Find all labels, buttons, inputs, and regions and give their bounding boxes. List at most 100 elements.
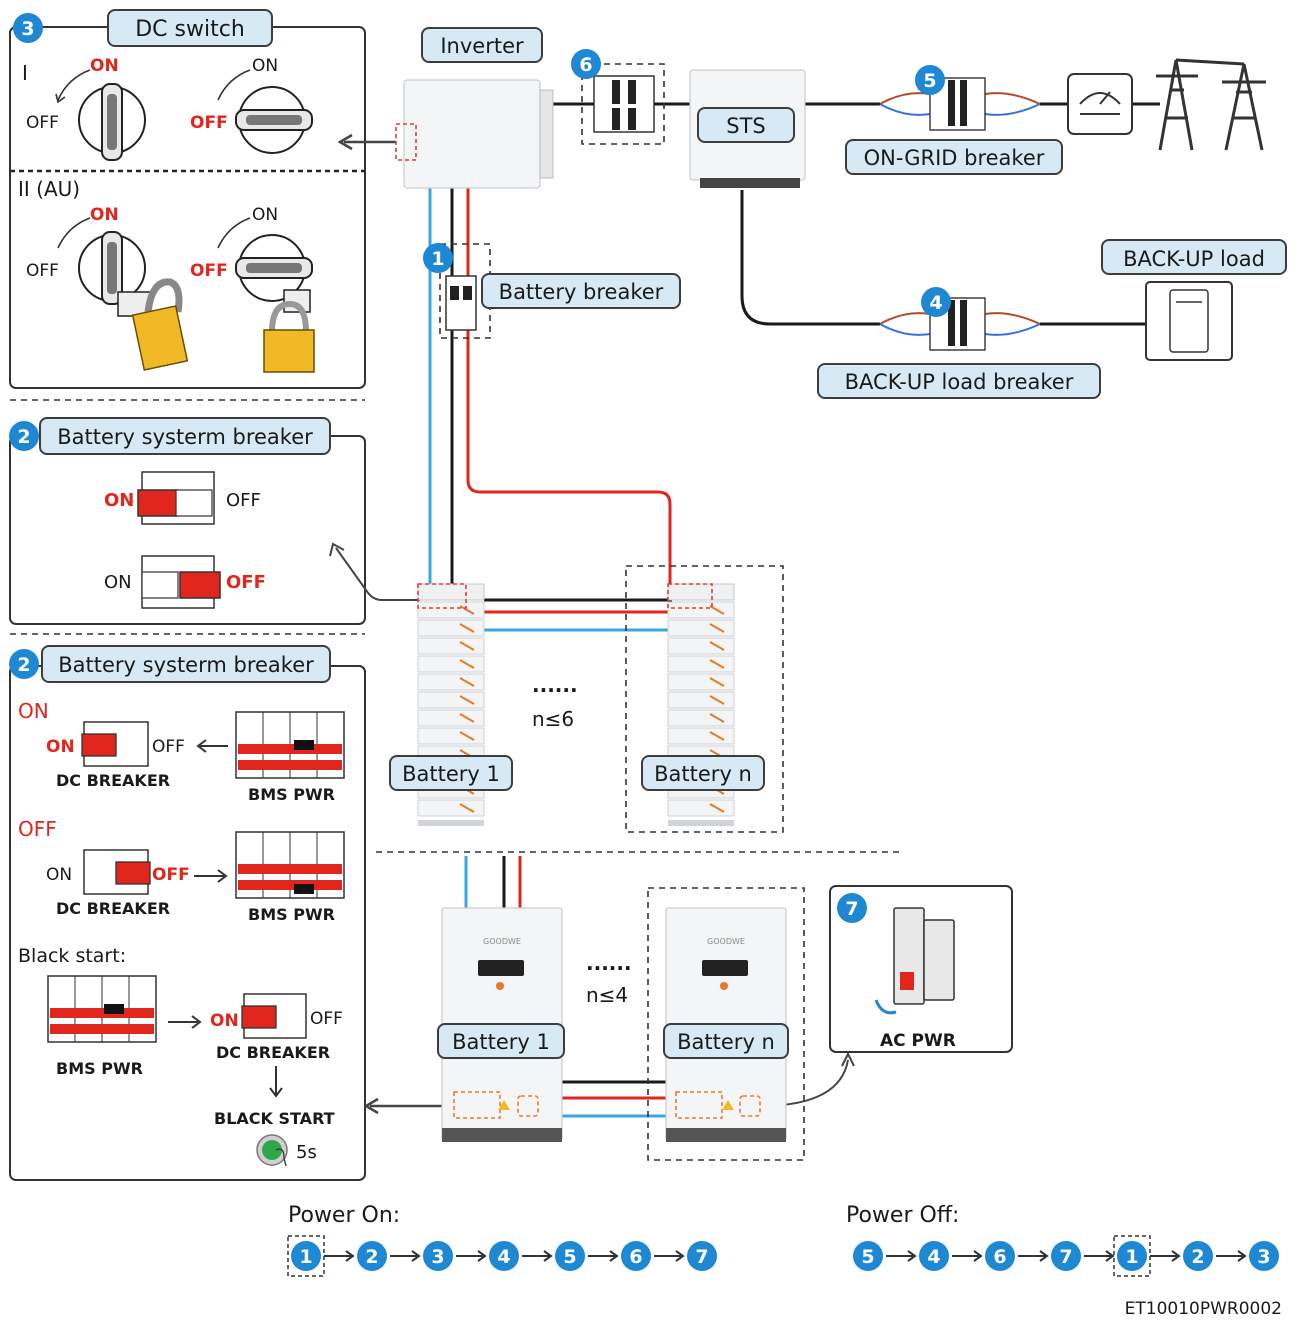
badge-6: 6: [579, 54, 592, 76]
bsb2-bms-pwr-c: BMS PWR: [56, 1059, 143, 1078]
dc-breaker-off-icon: [83, 849, 151, 895]
on-grid-breaker-label: ON-GRID breaker: [864, 146, 1045, 170]
sequence-step-badge: [1117, 1241, 1147, 1271]
switch-2b-on: ON: [252, 205, 278, 225]
switch-1b-on: ON: [252, 56, 278, 76]
bms-pwr-icon: [235, 831, 345, 899]
dc-switch-knob-icon: [217, 69, 313, 154]
power-grid-icon: [1156, 58, 1266, 151]
sequence-step-number: 5: [861, 1246, 874, 1268]
badge-1: 1: [431, 248, 444, 270]
bsb1-on-red: ON: [104, 490, 134, 511]
variant-1-label: I: [22, 61, 28, 85]
sequence-step-number: 6: [629, 1246, 642, 1268]
switch-2b-off: OFF: [190, 261, 228, 281]
bsb2-off-b: OFF: [152, 865, 190, 885]
dc-breaker-on-icon: [81, 721, 149, 767]
ac-pwr-label: AC PWR: [880, 1031, 956, 1051]
sequence-arrow-icon: [1150, 1250, 1181, 1262]
sequence-arrow-icon: [886, 1250, 917, 1262]
dc-switch-lock-icon: [217, 217, 315, 373]
bsb2-off-heading: OFF: [18, 817, 57, 841]
sequence-step-badge: [621, 1241, 651, 1271]
battery-breaker-label: Battery breaker: [499, 280, 664, 304]
upper-limit: n≤6: [532, 707, 574, 731]
dc-switch-title: DC switch: [135, 17, 245, 42]
power-on-label: Power On:: [288, 1203, 400, 1228]
sequence-step-badge: [1051, 1241, 1081, 1271]
cabinet-n-brand: GOODWE: [707, 937, 745, 946]
sequence-step-badge: [919, 1241, 949, 1271]
dc-switch-badge: 3: [21, 18, 34, 40]
sequence-step-number: 1: [299, 1246, 312, 1268]
upper-battery-n-label: Battery n: [654, 762, 752, 786]
backup-load-icon: [1145, 281, 1233, 361]
dc-switch-panel: 3 DC switch I II (AU) ON OFF ON OFF: [9, 9, 366, 389]
lower-ellipsis: ......: [586, 951, 632, 975]
dc-breaker-on-icon: [241, 993, 307, 1039]
sequence-arrow-icon: [1084, 1250, 1115, 1262]
backup-load-label: BACK-UP load: [1123, 247, 1265, 271]
sequence-step-badge: [291, 1241, 321, 1271]
sequence-step-number: 6: [993, 1246, 1006, 1268]
ac-pwr-panel: 7 AC PWR: [829, 885, 1013, 1053]
sequence-arrow-icon: [456, 1250, 487, 1262]
sequence-step-badge: [489, 1241, 519, 1271]
power-off-label: Power Off:: [846, 1203, 959, 1228]
black-start-button-icon: [256, 1134, 288, 1167]
sequence-step-number: 2: [1191, 1246, 1204, 1268]
variant-2-label: II (AU): [18, 177, 80, 201]
bsb2-on-heading: ON: [18, 699, 49, 723]
ac-pwr-switch-icon: [874, 907, 955, 1015]
bsb2-on-b: ON: [46, 865, 72, 885]
upper-battery-1-label: Battery 1: [402, 762, 500, 786]
sequence-step-badge: [985, 1241, 1015, 1271]
bsb2-off-a: OFF: [152, 737, 185, 757]
sequence-arrow-icon: [654, 1250, 685, 1262]
ac-breaker-icon: [593, 75, 655, 133]
bsb1-off-red: OFF: [226, 572, 266, 593]
sequence-step-number: 1: [1125, 1246, 1138, 1268]
sequence-arrow-icon: [952, 1250, 983, 1262]
sequence-step-badge: [357, 1241, 387, 1271]
lower-battery-1-label: Battery 1: [452, 1030, 550, 1054]
sequence-step-badge: [853, 1241, 883, 1271]
bsb2-title: Battery systerm breaker: [58, 653, 314, 677]
badge-7: 7: [845, 898, 858, 920]
sequence-arrow-icon: [1018, 1250, 1049, 1262]
bsb1-badge: 2: [17, 426, 30, 448]
switch-1b-off: OFF: [190, 113, 228, 133]
sequence-arrow-icon: [522, 1250, 553, 1262]
bsb2-bms-pwr-b: BMS PWR: [248, 905, 335, 924]
dc-switch-knob-icon: [55, 69, 146, 161]
sequence-step-number: 7: [695, 1246, 708, 1268]
inverter-label: Inverter: [440, 34, 524, 58]
sequence-step-badge: [687, 1241, 717, 1271]
cabinet-1-brand: GOODWE: [483, 937, 521, 946]
battery-stack-icon: [667, 583, 735, 826]
sequence-step-badge: [555, 1241, 585, 1271]
inverter-icon: [395, 79, 554, 189]
backup-load-breaker-label: BACK-UP load breaker: [845, 370, 1074, 394]
sequence-arrow-icon: [1216, 1250, 1247, 1262]
sequence-step-number: 3: [1257, 1246, 1270, 1268]
badge-4: 4: [929, 292, 942, 314]
sts-label: STS: [726, 114, 766, 138]
backup-breaker-icon: [929, 297, 986, 351]
bsb1-title: Battery systerm breaker: [57, 425, 313, 449]
black-start-heading: Black start:: [18, 945, 126, 967]
sequence-step-badge: [1183, 1241, 1213, 1271]
sequence-step-number: 5: [563, 1246, 576, 1268]
sequence-step-number: 4: [927, 1246, 940, 1268]
sequence-arrow-icon: [324, 1250, 355, 1262]
switch-1a-on: ON: [90, 56, 119, 76]
bsb2-on-c: ON: [210, 1011, 239, 1031]
switch-2a-off: OFF: [26, 261, 59, 281]
bsb2-dc-breaker-c: DC BREAKER: [216, 1043, 330, 1062]
switch-2a-on: ON: [90, 205, 119, 225]
sequence-step-badge: [423, 1241, 453, 1271]
bsb1-on-black: ON: [104, 572, 132, 593]
bms-pwr-icon: [47, 975, 157, 1043]
battery-system-breaker-panel-1: 2 Battery systerm breaker ON OFF ON OFF: [9, 417, 366, 625]
